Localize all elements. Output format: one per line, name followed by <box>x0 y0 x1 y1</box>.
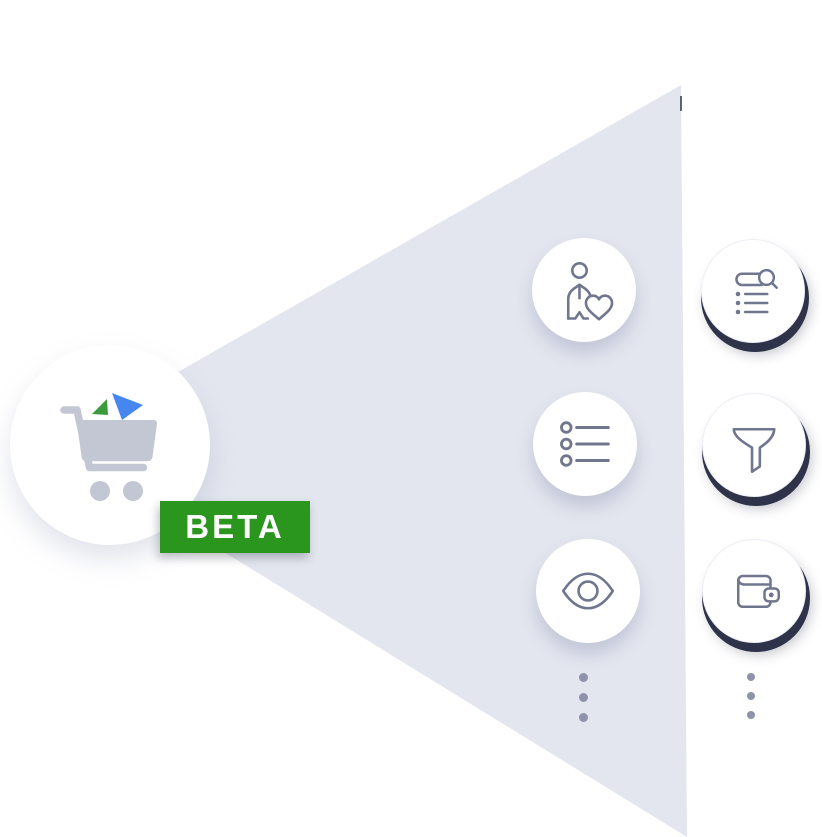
stage-circle-eye <box>536 539 640 643</box>
ellipsis-dot <box>579 693 588 702</box>
output-stage-ellipsis <box>747 673 755 719</box>
cart-blue-triangle <box>112 393 143 420</box>
person-heart-icon <box>548 254 620 326</box>
shopping-cart-icon <box>60 393 158 501</box>
middle-stage-ellipsis <box>579 673 588 722</box>
ellipsis-dot <box>579 713 588 722</box>
eye-icon <box>552 555 624 627</box>
bullet-list-icon <box>549 408 621 480</box>
ellipsis-dot <box>747 692 755 700</box>
wallet-icon <box>718 555 790 627</box>
stage-circle-wallet <box>702 539 806 643</box>
cart-green-triangle <box>92 399 108 415</box>
list-search-icon <box>717 255 789 315</box>
beta-badge: BETA <box>160 501 310 553</box>
filter-funnel-icon <box>718 409 790 481</box>
ellipsis-dot <box>579 673 588 682</box>
stage-circle-person-heart <box>532 238 636 342</box>
beta-badge-label: BETA <box>185 508 285 545</box>
stage-circle-bullet-list <box>533 392 637 496</box>
ellipsis-dot <box>747 711 755 719</box>
funnel-edge-notch <box>680 96 682 111</box>
ellipsis-dot <box>747 673 755 681</box>
stage-circle-filter <box>702 393 806 497</box>
stage-circle-list-search <box>701 239 805 343</box>
